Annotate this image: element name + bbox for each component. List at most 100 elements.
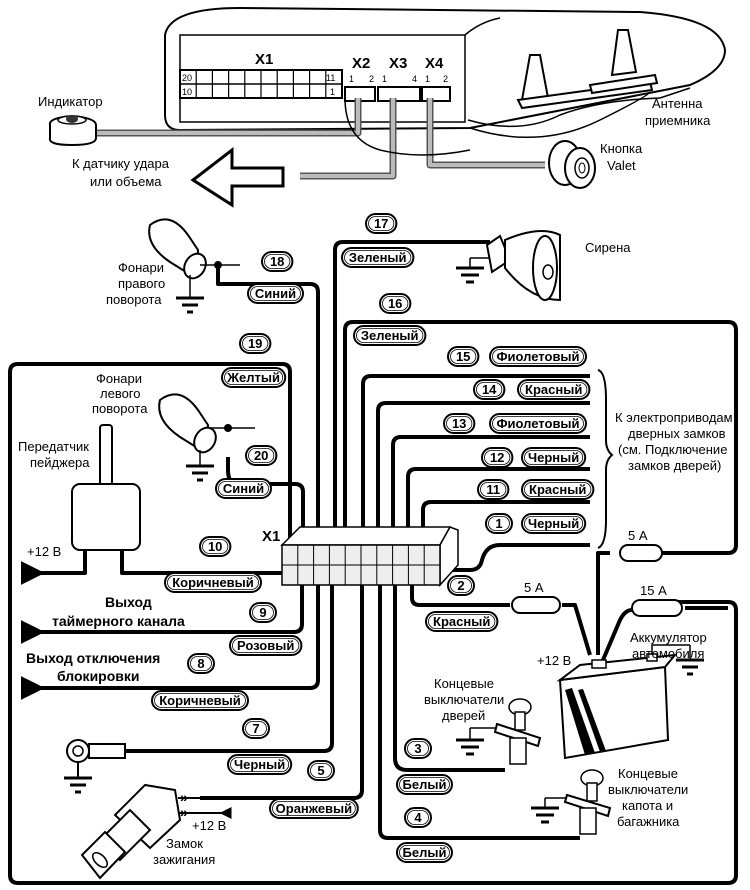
- fuse-mid: 5 А: [511, 580, 561, 614]
- x2-label: X2: [352, 55, 370, 72]
- fuse-battery-rating: 15 А: [640, 583, 667, 598]
- wire-pin-tag-15: 15: [447, 346, 480, 367]
- x1-pin-20: 20: [182, 73, 192, 83]
- block-out-label-2: блокировки: [57, 668, 140, 684]
- wire-color-tag-10: Коричневый: [164, 572, 262, 593]
- wire-pin-tag-17: 17: [365, 213, 398, 234]
- left-turn-label-1: Фонари: [96, 371, 142, 386]
- wire-pin-tag-7-text: 7: [252, 721, 259, 736]
- wire-color-tag-18-text: Синий: [255, 286, 296, 301]
- wire-color-tag-15: Фиолетовый: [489, 346, 587, 367]
- wire-pin-tag-9: 9: [249, 602, 277, 623]
- timer-out-label-1: Выход: [105, 594, 152, 610]
- wire-color-tag-4-text: Белый: [403, 845, 447, 860]
- wire-color-tag-1: Черный: [521, 513, 587, 534]
- siren-icon: [456, 230, 561, 302]
- wire-pin-tag-17-text: 17: [374, 216, 388, 231]
- wire-color-tag-12: Черный: [521, 447, 587, 468]
- wire-color-tag-7: Черный: [227, 754, 293, 775]
- ignition-label-1: Замок: [166, 836, 203, 851]
- wire-pin-tag-1: 1: [485, 513, 513, 534]
- wire-pin-tag-20-text: 20: [254, 448, 268, 463]
- valet-label-line1: Кнопка: [600, 141, 643, 156]
- wire-pin-tag-15-text: 15: [456, 349, 470, 364]
- wire-color-tag-7-text: Черный: [234, 757, 285, 772]
- right-turn-label-3: поворота: [106, 292, 162, 307]
- antenna-label-line2: приемника: [645, 113, 711, 128]
- wire-color-tag-19: Желтый: [221, 367, 287, 388]
- siren-label: Сирена: [585, 240, 631, 255]
- wire-color-tag-16-text: Зеленый: [361, 328, 419, 343]
- wire-pin-tag-2: 2: [447, 575, 475, 596]
- battery-label-2: автомобиля: [632, 646, 704, 661]
- x1-pin-11: 11: [326, 73, 335, 83]
- door-locks-label-4: замков дверей): [628, 458, 721, 473]
- wire-pin-tag-3-text: 3: [414, 741, 421, 756]
- pager-label-1: Передатчик: [18, 439, 89, 454]
- wire-color-tag-14-text: Красный: [525, 382, 582, 397]
- wire-color-tag-3-text: Белый: [403, 777, 447, 792]
- wire-pin-tag-4: 4: [404, 807, 432, 828]
- ignition-plus12-label: +12 В: [192, 818, 226, 833]
- wire-16: [343, 320, 738, 555]
- svg-text:»: »: [180, 804, 188, 820]
- pager-transmitter-icon: [71, 424, 141, 551]
- x1-label: X1: [255, 51, 273, 68]
- x1-harness-connector: [280, 526, 459, 587]
- wire-color-tag-2: Красный: [425, 611, 499, 632]
- left-turn-lamp-icon: [158, 393, 255, 482]
- wire-pin-tag-19-text: 19: [248, 336, 262, 351]
- wire-12: [406, 467, 590, 545]
- valet-label-line2: Valet: [607, 158, 636, 173]
- right-turn-label-2: правого: [118, 276, 165, 291]
- wire-pin-tag-5-text: 5: [317, 763, 324, 778]
- pager-plus12-label: +12 В: [27, 544, 61, 559]
- wire-pin-tag-10: 10: [199, 536, 232, 557]
- wire-pin-tag-9-text: 9: [259, 605, 266, 620]
- wire-pin-tag-10-text: 10: [208, 539, 222, 554]
- indicator-label: Индикатор: [38, 94, 103, 109]
- hood-switch-label-4: багажника: [617, 814, 680, 829]
- wire-color-tag-9: Розовый: [229, 635, 303, 656]
- wire-color-tag-18: Синий: [247, 283, 304, 304]
- wire-color-tag-11-text: Красный: [529, 482, 586, 497]
- wire-15: [361, 374, 590, 545]
- wire-pin-tag-13-text: 13: [452, 416, 466, 431]
- wire-14: [376, 401, 590, 545]
- wire-color-tag-8-text: Коричневый: [159, 693, 241, 708]
- sensor-label-line1: К датчику удара: [72, 156, 170, 171]
- wire-2: [410, 580, 510, 607]
- wire-color-tag-9-text: Розовый: [237, 638, 294, 653]
- wire-pin-tag-8: 8: [187, 653, 215, 674]
- ignition-label-2: зажигания: [153, 852, 215, 867]
- wire-color-tag-12-text: Черный: [528, 450, 579, 465]
- hood-switch-label-3: капота и: [622, 798, 673, 813]
- door-lock-brace: [597, 369, 614, 549]
- wire-color-tag-16: Зеленый: [353, 325, 427, 346]
- hood-switch-label-2: выключатели: [608, 782, 688, 797]
- door-locks-label-2: дверных замков: [628, 426, 726, 441]
- timer-out-label-2: таймерного канала: [52, 613, 185, 629]
- left-turn-label-3: поворота: [92, 401, 148, 416]
- wire-color-tag-3: Белый: [396, 774, 453, 795]
- ground-terminal-icon: [64, 739, 126, 794]
- x3-pin-4: 4: [412, 74, 417, 84]
- x2-pin-1: 1: [349, 74, 354, 84]
- x2-x3-x4-connectors: X2 X3 X4 1 2 1 4 1 2: [344, 55, 451, 102]
- wire-pin-tag-18-text: 18: [270, 254, 284, 269]
- hood-switch-icon: [531, 769, 612, 835]
- wire-pin-tag-1-text: 1: [495, 516, 502, 531]
- wire-pin-tag-14: 14: [473, 379, 506, 400]
- right-turn-label-1: Фонари: [118, 260, 164, 275]
- door-switch-label-2: выключатели: [424, 692, 504, 707]
- wire-color-tag-17-text: Зеленый: [349, 250, 407, 265]
- wire-pin-tag-13: 13: [443, 413, 476, 434]
- wire-pin-tag-16: 16: [379, 293, 412, 314]
- ignition-switch-icon: » »: [80, 783, 232, 880]
- door-switch-label-3: дверей: [442, 708, 485, 723]
- wire-pin-tag-14-text: 14: [482, 382, 497, 397]
- sensor-arrow-icon: [190, 146, 285, 208]
- svg-text:»: »: [180, 789, 188, 805]
- indicator-led: [48, 114, 97, 147]
